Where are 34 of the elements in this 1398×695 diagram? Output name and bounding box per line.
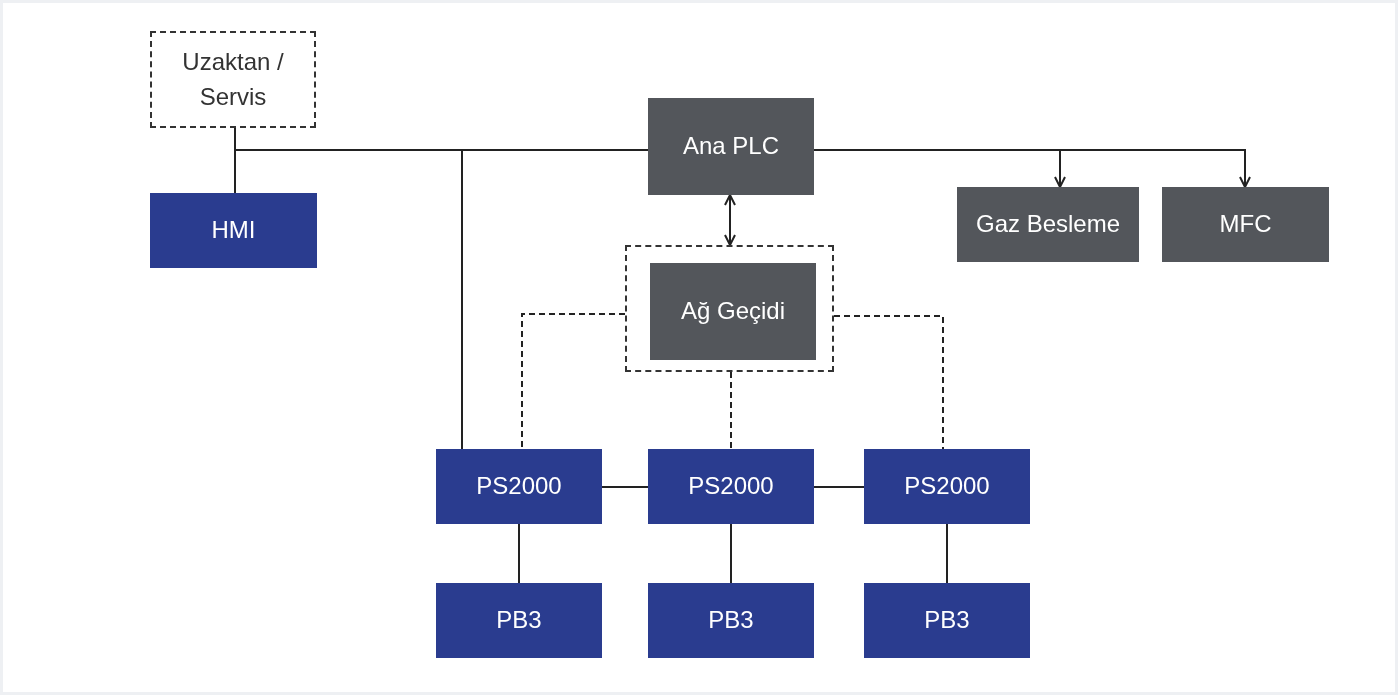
dashed-group-box [625,245,834,372]
process-box [957,187,1139,262]
box-label: Gaz Besleme [975,209,1121,240]
process-box [150,31,316,128]
process-box [864,583,1030,658]
connector-line [730,523,732,584]
box-label: PB3 [924,605,970,636]
box-label: Uzaktan / Servis [181,46,285,112]
process-box [150,193,317,268]
connector-line [601,486,649,488]
box-label: PS2000 [476,471,562,502]
box-label: HMI [211,215,256,246]
connector-line [521,313,626,450]
box-label: PS2000 [904,471,990,502]
box-label: PS2000 [688,471,774,502]
process-box [648,449,814,524]
connector-line [946,523,948,584]
connector-line [730,371,732,450]
process-box [650,263,816,360]
process-box [436,583,602,658]
process-box [864,449,1030,524]
process-box [1162,187,1329,262]
connector-line [813,486,865,488]
arrow [724,194,736,246]
box-label: PB3 [496,605,542,636]
box-label: PB3 [708,605,754,636]
connector-line [518,523,520,584]
process-box [648,98,814,195]
process-box [648,583,814,658]
box-label: Ağ Geçidi [680,296,786,327]
process-box [436,449,602,524]
box-label: Ana PLC [682,131,780,162]
connector-line [833,315,944,450]
box-label: MFC [1219,209,1272,240]
